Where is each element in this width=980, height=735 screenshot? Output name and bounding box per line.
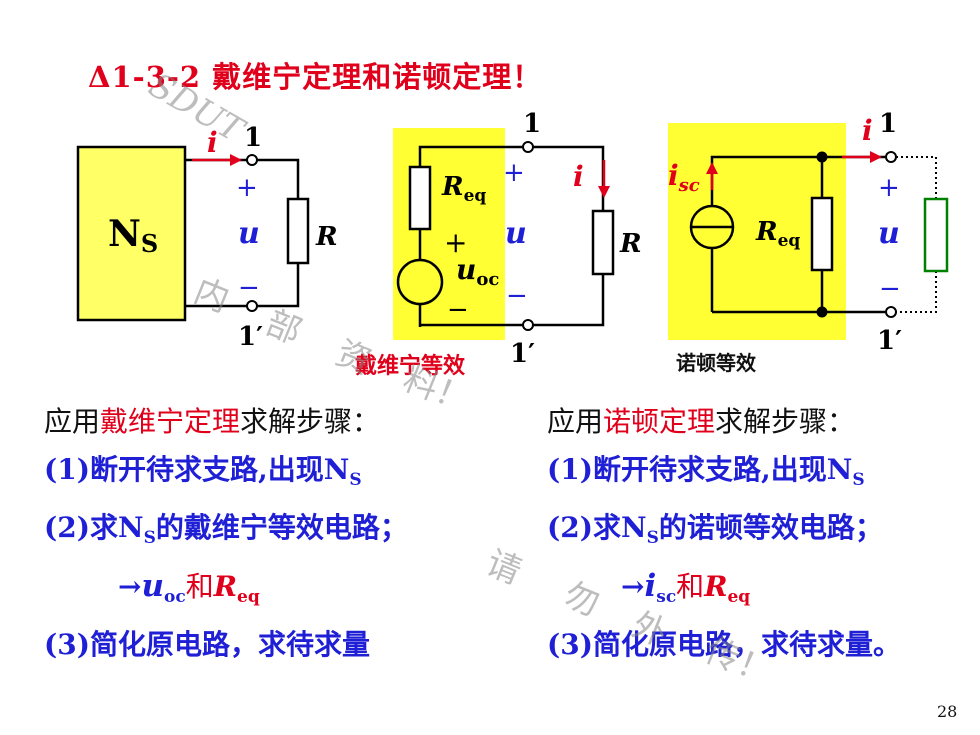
page-number: 28 [937, 702, 958, 721]
svg-text:i: i [862, 114, 873, 147]
svg-text:1′: 1′ [510, 339, 535, 369]
svg-text:−: − [447, 295, 469, 325]
voltage-source [396, 258, 444, 306]
resistor-r1 [286, 197, 310, 265]
svg-text:+: + [444, 226, 467, 259]
svg-text:R: R [619, 229, 642, 259]
svg-text:uoc: uoc [456, 253, 499, 290]
svg-text:R: R [315, 222, 338, 252]
norton-steps: 应用诺顿定理求解步骤： (1)断开待求支路,出现NS (2)求NS的诺顿等效电路… [547, 405, 901, 661]
svg-text:1: 1 [523, 109, 541, 139]
circuit-network: NS i 1 1′ + u − R [76, 123, 338, 352]
svg-text:+: + [236, 173, 258, 203]
svg-text:Req: Req [441, 172, 486, 206]
ns-label: NS [108, 213, 158, 258]
thevenin-highlight [393, 128, 505, 340]
svg-text:1′: 1′ [877, 326, 902, 356]
svg-text:1: 1 [879, 109, 897, 139]
svg-text:u: u [505, 216, 527, 251]
circuit-norton: isc Req i 1 1′ + u − [668, 109, 949, 356]
thevenin-steps: 应用戴维宁定理求解步骤： (1)断开待求支路,出现NS (2)求NS的戴维宁等效… [44, 405, 408, 661]
svg-text:−: − [506, 281, 528, 311]
caption-norton: 诺顿等效 [676, 351, 756, 375]
terminal-1 [246, 154, 258, 166]
watermark-char: 请 [480, 542, 527, 593]
resistor-req-norton [810, 196, 834, 272]
terminal-1p [246, 300, 258, 312]
svg-text:1′: 1′ [238, 322, 263, 352]
resistor-r2 [591, 209, 615, 276]
svg-text:1: 1 [244, 123, 262, 153]
circuit-diagrams: NS i 1 1′ + u − R Req + uoc − 1 1′ + [76, 109, 949, 379]
svg-text:Req: Req [755, 217, 800, 251]
svg-text:isc: isc [668, 159, 700, 196]
svg-text:+: + [878, 173, 900, 203]
circuit-thevenin: Req + uoc − 1 1′ + u − i R [393, 109, 642, 369]
svg-text:u: u [238, 216, 260, 251]
current-i: i [207, 126, 218, 159]
svg-text:+: + [503, 158, 525, 188]
slide-title: Δ1-3-2 戴维宁定理和诺顿定理！ [88, 60, 543, 94]
caption-thevenin: 戴维宁等效 [355, 353, 465, 379]
ns-box [76, 145, 187, 322]
svg-text:−: − [238, 273, 260, 303]
svg-text:i: i [573, 160, 584, 193]
resistor-req-thevenin [408, 165, 432, 231]
svg-text:u: u [878, 216, 900, 251]
load-green [923, 197, 949, 273]
svg-text:−: − [879, 274, 901, 304]
